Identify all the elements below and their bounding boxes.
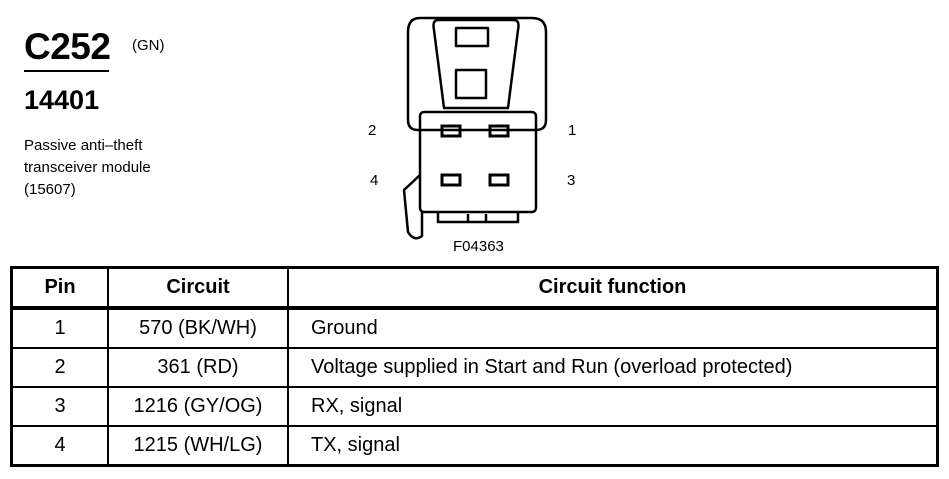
latch-arm-outline <box>432 18 520 110</box>
cell-function: TX, signal <box>287 425 939 467</box>
figure-code: F04363 <box>453 238 504 255</box>
bottom-keyway <box>436 212 520 224</box>
header-circuit: Circuit <box>107 266 289 309</box>
side-lock-tab <box>402 174 424 240</box>
cell-circuit: 1215 (WH/LG) <box>107 425 289 467</box>
connector-face-diagram <box>402 16 548 240</box>
wire-color-code: (GN) <box>132 37 165 54</box>
cell-pin: 4 <box>10 425 109 467</box>
pin-label-1: 1 <box>568 122 577 139</box>
pin-cavity-2 <box>440 124 462 138</box>
latch-tab <box>454 26 490 48</box>
cell-function: RX, signal <box>287 386 939 427</box>
table-row: 1 570 (BK/WH) Ground <box>10 307 939 349</box>
description-line: transceiver module <box>24 159 151 176</box>
table-row: 4 1215 (WH/LG) TX, signal <box>10 425 939 467</box>
cell-function: Voltage supplied in Start and Run (overl… <box>287 347 939 388</box>
table-row: 3 1216 (GY/OG) RX, signal <box>10 386 939 427</box>
latch-window <box>454 68 488 100</box>
cell-pin: 2 <box>10 347 109 388</box>
pin-label-4: 4 <box>370 172 379 189</box>
header-pin: Pin <box>10 266 109 309</box>
header-circuit-function: Circuit function <box>287 266 939 309</box>
cell-circuit: 1216 (GY/OG) <box>107 386 289 427</box>
terminal-housing <box>418 110 538 214</box>
description-line: (15607) <box>24 181 76 198</box>
table-header-row: Pin Circuit Circuit function <box>10 266 939 309</box>
table-row: 2 361 (RD) Voltage supplied in Start and… <box>10 347 939 388</box>
description-line: Passive anti–theft <box>24 137 143 154</box>
component-description: Passive anti–theft transceiver module (1… <box>24 135 151 201</box>
title-underline <box>24 70 109 72</box>
part-number: 14401 <box>24 85 100 115</box>
pinout-table: Pin Circuit Circuit function 1 570 (BK/W… <box>10 266 939 467</box>
pin-cavity-4 <box>440 173 462 187</box>
cell-circuit: 570 (BK/WH) <box>107 307 289 349</box>
connector-id: C252 <box>24 26 111 67</box>
pin-label-3: 3 <box>567 172 576 189</box>
pin-cavity-3 <box>488 173 510 187</box>
cell-pin: 3 <box>10 386 109 427</box>
pin-cavity-1 <box>488 124 510 138</box>
cell-circuit: 361 (RD) <box>107 347 289 388</box>
pin-label-2: 2 <box>368 122 377 139</box>
cell-function: Ground <box>287 307 939 349</box>
cell-pin: 1 <box>10 307 109 349</box>
